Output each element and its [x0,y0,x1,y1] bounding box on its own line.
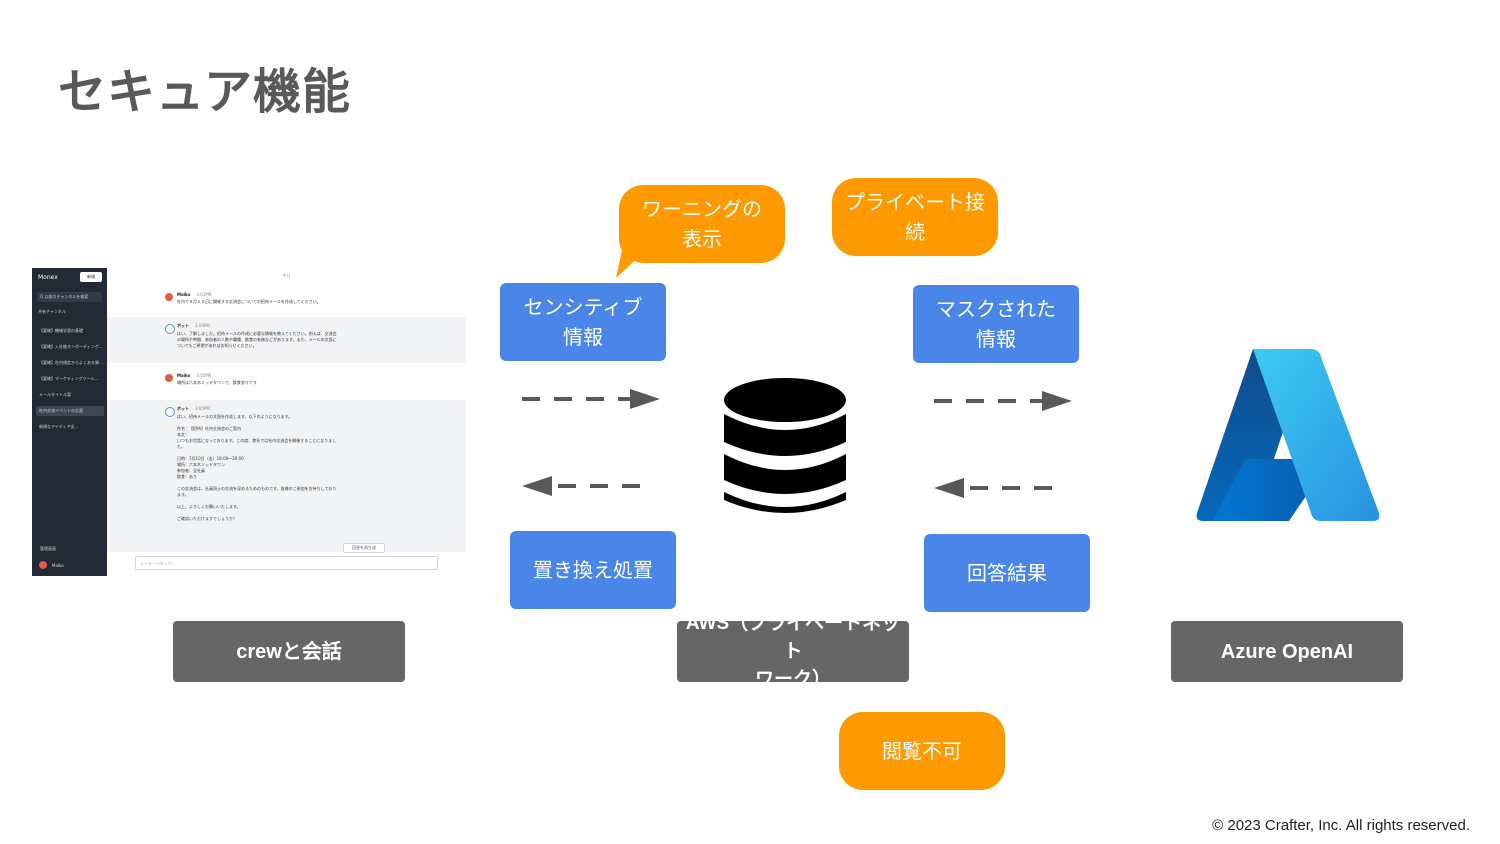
crew-label: crewと会話 [173,621,405,682]
brand-label: Monex [38,274,58,281]
arrow-right-icon [934,391,1072,411]
sidebar-item[interactable]: 【要確】入社後オンボーディング... [39,344,103,349]
avatar [165,374,173,382]
search-input[interactable]: Q 以前のチャンネルを検索 [37,292,102,302]
database-icon [724,378,846,513]
private-connection-callout: プライベート接 続 [832,178,998,256]
message-text: 場所は六本木ミッドタウンで、飲食ありです [177,380,257,385]
sidebar: Monex 新規 Q 以前のチャンネルを検索 共有チャンネル 【要確】機械学習の… [32,268,107,576]
sensitive-info-box: センシティブ 情報 [500,283,666,361]
arrow-right-icon [522,389,660,409]
sidebar-item[interactable]: 【要確】社内規定からよくある質... [39,360,103,365]
chat-main: 今日 Maiko 3:03PM 社内で８月１０日に開催する交流会についての招待メー… [107,268,466,576]
warning-callout: ワーニングの 表示 [619,185,785,263]
chat-message: Maiko 3:03PM 社内で８月１０日に開催する交流会についての招待メールを作… [165,292,417,305]
message-text: はい、招待メールの文面を作成します。以下のようになります。 件名：【招待】社内交… [177,414,337,521]
chat-message: ボット 3:04PM はい、了解しました。招待メールの作成に必要な情報を教えてくだ… [165,323,417,349]
message-author: Maiko [177,292,191,297]
chat-app-screenshot: Monex 新規 Q 以前のチャンネルを検索 共有チャンネル 【要確】機械学習の… [32,268,466,576]
answer-result-box: 回答結果 [924,534,1090,612]
sidebar-item[interactable]: 新規なアイディア出... [39,424,79,429]
chat-message: ボット 3:05PM はい、招待メールの文面を作成します。以下のようになります。 … [165,406,417,522]
sidebar-item-active[interactable]: 社内交流イベントの企画 [36,406,104,416]
copyright-text: © 2023 Crafter, Inc. All rights reserved… [1212,817,1470,834]
replace-process-box: 置き換え処置 [510,531,676,609]
message-time: 3:04PM [195,323,210,328]
bot-message-bg [107,400,466,552]
arrow-left-icon [522,476,646,496]
sidebar-item[interactable]: 【要確】機械学習の基礎 [39,328,83,333]
message-time: 3:05PM [196,373,212,378]
aws-label: AWS（プライベートネット ワーク） [677,613,909,690]
message-input[interactable]: メッセージを入力... [135,556,438,570]
message-text: 社内で８月１０日に開催する交流会についての招待メールを作成してください。 [177,299,321,304]
bot-avatar [165,324,175,334]
masked-info-box: マスクされた 情報 [913,285,1079,363]
message-text: はい、了解しました。招待メールの作成に必要な情報を教えてください。例えば、交流会… [177,331,337,348]
new-chat-button[interactable]: 新規 [80,272,102,282]
bot-avatar [165,407,175,417]
day-divider: 今日 [282,273,291,278]
avatar [39,561,47,569]
regenerate-button[interactable]: 回答を再生成 [343,543,385,553]
message-time: 3:03PM [196,292,212,297]
sidebar-item[interactable]: 【要確】マーケティングツール... [39,376,99,381]
message-author: ボット [177,406,189,411]
settings-link[interactable]: 管理画面 [40,546,56,551]
message-time: 3:05PM [195,406,210,411]
azure-label: Azure OpenAI [1171,621,1403,682]
sidebar-item[interactable]: メールタイトル案 [39,392,71,397]
arrow-left-icon [934,478,1058,498]
avatar [165,293,173,301]
chat-message: Maiko 3:05PM 場所は六本木ミッドタウンで、飲食ありです [165,373,417,386]
message-author: Maiko [177,373,191,378]
message-author: ボット [177,323,189,328]
user-name[interactable]: Maiko [52,563,64,568]
not-viewable-callout: 閲覧不可 [839,712,1005,790]
section-label: 共有チャンネル [38,309,66,314]
azure-logo-icon [1196,349,1380,521]
page-title: セキュア機能 [58,64,352,120]
